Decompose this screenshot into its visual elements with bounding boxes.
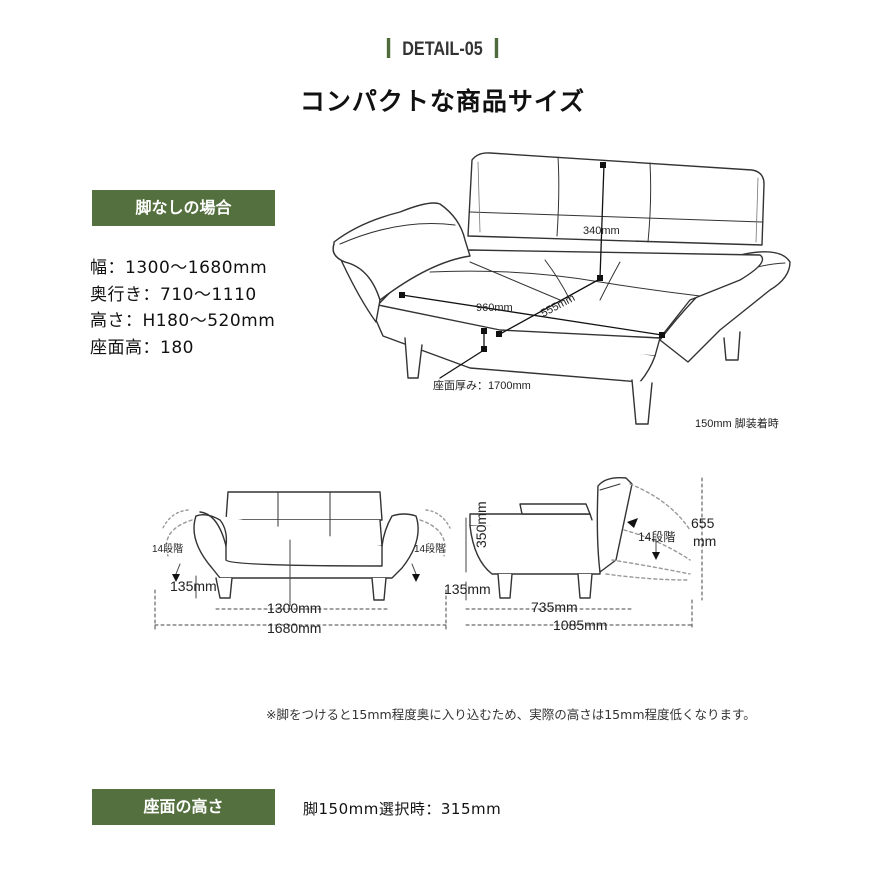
sofa-front-drawing	[161, 491, 451, 601]
dim-seat-width: 960mm	[476, 302, 513, 314]
spec-seat-height: 座面高：180	[90, 337, 194, 358]
front-steps-left: 14段階	[152, 542, 183, 555]
page-title: コンパクトな商品サイズ	[299, 87, 586, 116]
side-back-height: 350mm	[473, 501, 489, 548]
spec-height: 高さ：H180〜520mm	[90, 311, 276, 331]
front-width-inner: 1300mm	[267, 600, 321, 616]
seat-height-value: 脚150mm選択時：315mm	[303, 800, 502, 818]
side-depth-outer: 1085mm	[553, 617, 607, 633]
sofa-perspective-drawing	[332, 152, 791, 425]
spec-list: 幅：1300〜1680mm 奥行き：710〜1110 高さ：H180〜520mm…	[90, 255, 275, 361]
dim-back-height: 340mm	[583, 225, 620, 237]
spec-width: 幅：1300〜1680mm	[90, 258, 268, 278]
spec-depth: 奥行き：710〜1110	[90, 284, 257, 305]
side-leg-height: 135mm	[444, 581, 491, 597]
legs-attached-note: 150mm 脚装着時	[695, 416, 779, 430]
front-leg-height: 135mm	[170, 578, 217, 594]
front-steps-right: 14段階	[414, 542, 445, 555]
side-steps: 14段階	[638, 529, 675, 544]
detail-label: DETAIL-05	[402, 39, 483, 60]
header-bar-right	[494, 38, 499, 58]
side-total-height-unit: mm	[693, 533, 716, 549]
no-legs-badge: 脚なしの場合	[92, 190, 275, 226]
detail-header: DETAIL-05	[66, 38, 818, 61]
header-bar-left	[386, 38, 391, 58]
sofa-side-drawing	[469, 476, 691, 599]
dim-seat-thickness: 座面厚み：1700mm	[433, 378, 531, 392]
leg-note: ※脚をつけると15mm程度奥に入り込むため、実際の高さは15mm程度低くなります…	[266, 707, 756, 722]
seat-height-badge: 座面の高さ	[92, 789, 275, 825]
side-total-height: 655	[691, 515, 715, 531]
side-depth-inner: 735mm	[531, 599, 578, 615]
front-width-outer: 1680mm	[267, 620, 321, 636]
